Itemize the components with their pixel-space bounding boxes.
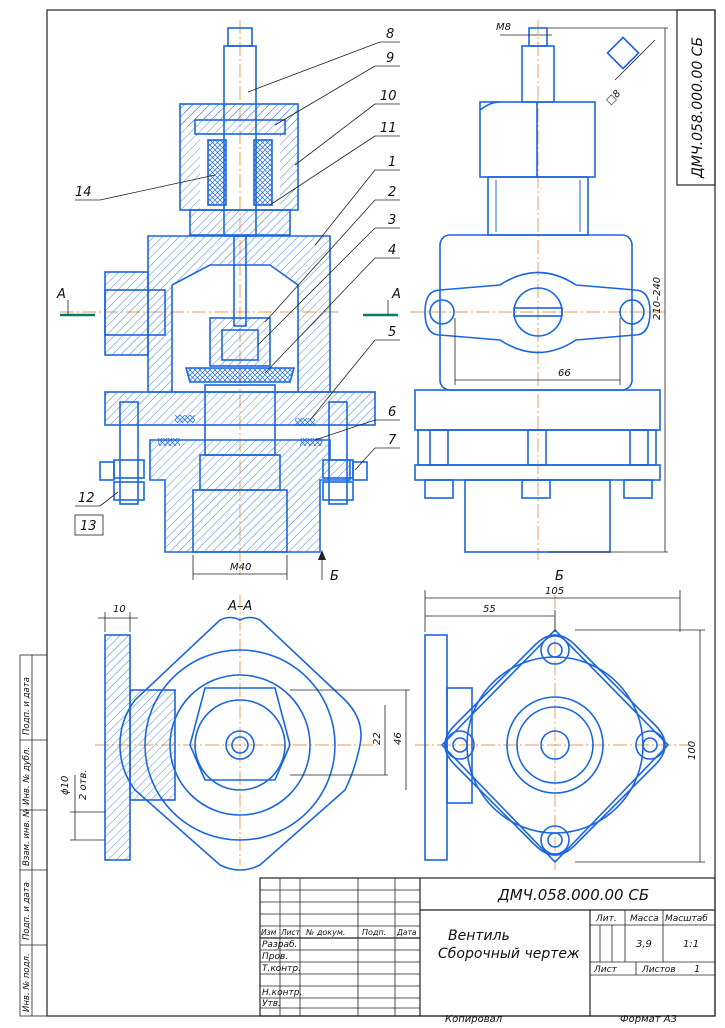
leader-12: 12 bbox=[78, 491, 95, 506]
side-strip-label-4: Подп. и дата bbox=[22, 882, 32, 940]
stamp-scale-value: 1:1 bbox=[683, 939, 699, 950]
stamp-header-date: Дата bbox=[396, 928, 417, 937]
dim-10: 10 bbox=[113, 604, 126, 615]
leader-7: 7 bbox=[388, 433, 397, 448]
dim-22: 22 bbox=[372, 732, 383, 745]
leader-4: 4 bbox=[388, 243, 396, 258]
stamp-header-sheet: Лист bbox=[280, 928, 301, 937]
stamp-scale-label: Масштаб bbox=[665, 914, 708, 924]
side-strip-label-1: Подп. и дата bbox=[22, 677, 32, 735]
stamp-role-developer: Разраб. bbox=[262, 940, 297, 950]
stamp-role-checker: Пров. bbox=[262, 952, 288, 962]
side-strip: Подп. и дата Инв. № дубл. Взам. инв. № П… bbox=[22, 677, 32, 1012]
section-mark-a-right: А bbox=[391, 287, 401, 302]
dim-210-240: 210–240 bbox=[652, 277, 663, 320]
front-section-view: 8 9 10 11 1 2 3 4 5 6 7 14 12 13 А А Б М… bbox=[56, 20, 401, 584]
leader-14: 14 bbox=[75, 185, 92, 200]
dim-hole-d10: ϕ10 bbox=[60, 776, 71, 795]
stamp-mass-label: Масса bbox=[630, 914, 659, 924]
leader-13: 13 bbox=[80, 519, 97, 534]
dim-105: 105 bbox=[545, 586, 564, 597]
side-strip-label-5: Инв. № подл. bbox=[22, 953, 32, 1012]
leader-5: 5 bbox=[388, 325, 396, 340]
dim-sq8: □8 bbox=[604, 88, 623, 107]
stamp-role-tech-control: Т.контр. bbox=[262, 964, 301, 974]
side-strip-label-2: Инв. № дубл. bbox=[22, 747, 32, 805]
dim-m40: М40 bbox=[230, 562, 251, 573]
stamp-header-sign: Подп. bbox=[362, 928, 386, 937]
leader-9: 9 bbox=[386, 51, 394, 66]
leader-1: 1 bbox=[388, 155, 396, 170]
drawing-name-line1: Вентиль bbox=[448, 928, 510, 944]
stamp-mass-value: 3,9 bbox=[636, 939, 652, 950]
dim-55: 55 bbox=[483, 604, 496, 615]
leader-10: 10 bbox=[380, 89, 397, 104]
section-aa-label: А–А bbox=[227, 599, 252, 614]
stamp-header-change: Изм bbox=[261, 928, 277, 937]
drawing-name-line2: Сборочный чертеж bbox=[438, 946, 580, 962]
title-block: Изм Лист № докум. Подп. Дата Разраб. Про… bbox=[259, 877, 716, 1017]
section-mark-a-left: А bbox=[56, 287, 66, 302]
side-strip-label-3: Взам. инв. № bbox=[22, 808, 32, 866]
stamp-lit-label: Лит. bbox=[595, 914, 617, 924]
stamp-role-norm-control: Н.контр. bbox=[262, 988, 302, 998]
leader-8: 8 bbox=[386, 27, 394, 42]
section-aa-view: А–А 10 22 46 ϕ10 2 отв. bbox=[60, 595, 410, 871]
dim-m8: М8 bbox=[496, 22, 511, 33]
dim-hole-count: 2 отв. bbox=[78, 769, 89, 800]
designation-main: ДМЧ.058.000.00 СБ bbox=[497, 886, 649, 904]
dim-100: 100 bbox=[687, 741, 698, 760]
designation-box-vertical: ДМЧ.058.000.00 СБ bbox=[676, 9, 716, 186]
leader-11: 11 bbox=[380, 121, 397, 136]
stamp-header-doc: № докум. bbox=[305, 928, 345, 937]
stamp-sheets-label: Листов bbox=[641, 965, 676, 975]
format-label: Формат А3 bbox=[620, 1014, 677, 1024]
view-arrow-b: Б bbox=[330, 569, 339, 584]
view-b-label: Б bbox=[555, 569, 564, 584]
leader-2: 2 bbox=[388, 185, 396, 200]
side-view: М8 210–240 66 □8 Б bbox=[410, 20, 668, 584]
copied-label: Копировал bbox=[445, 1014, 503, 1024]
designation-vertical: ДМЧ.058.000.00 СБ bbox=[690, 37, 706, 179]
dim-66: 66 bbox=[558, 368, 571, 379]
stamp-sheet-label: Лист bbox=[593, 965, 618, 975]
stamp-sheets-value: 1 bbox=[694, 964, 700, 975]
dim-46: 46 bbox=[393, 732, 404, 745]
bottom-view: 105 55 100 bbox=[415, 586, 705, 870]
leader-3: 3 bbox=[388, 213, 396, 228]
stamp-role-approved: Утв. bbox=[262, 999, 281, 1009]
leader-6: 6 bbox=[388, 405, 396, 420]
